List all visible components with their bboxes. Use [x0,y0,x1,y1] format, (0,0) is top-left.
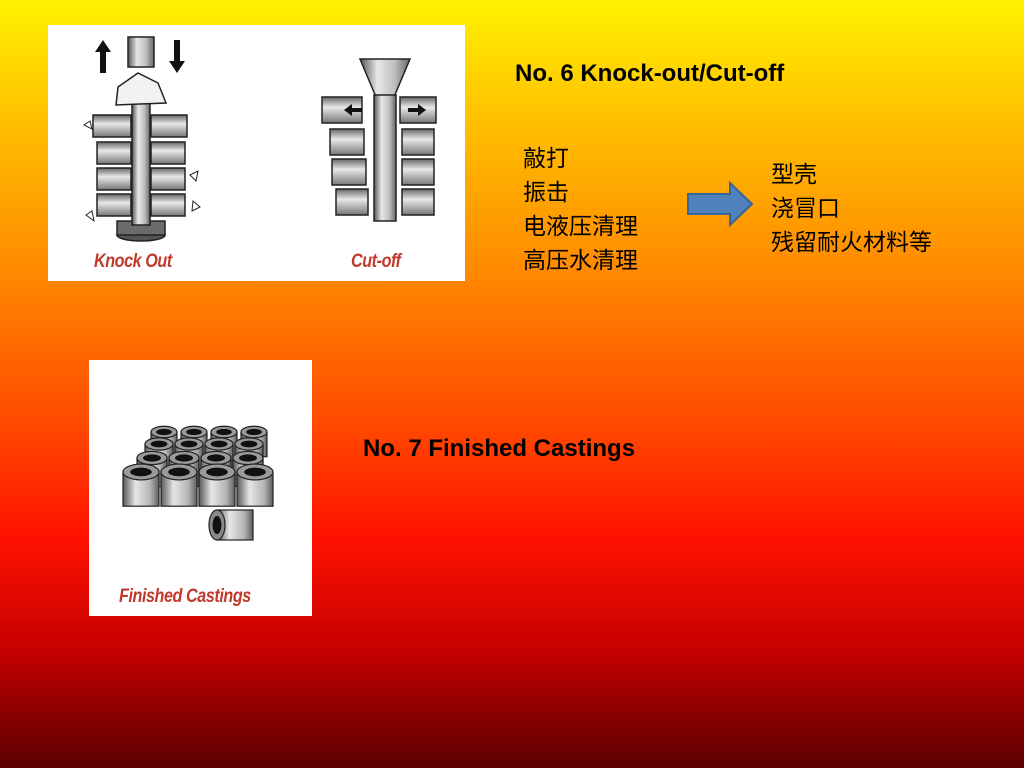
method-item: 高压水清理 [523,248,638,274]
method-item: 振击 [523,180,569,206]
method-item: 敲打 [523,146,569,172]
casting-part [198,463,236,507]
removed-materials-list: 型壳 浇冒口 残留耐火材料等 [771,158,932,260]
left-cut-arrow-icon [344,104,362,116]
finished-castings-illustration: Finished Castings [89,360,312,616]
removed-item: 浇冒口 [771,196,840,222]
right-cut-arrow-icon [408,104,426,116]
finished-castings-caption: Finished Castings [119,586,251,607]
casting-part-loose [208,509,254,541]
right-arrow-icon [686,181,754,227]
knockout-methods-list: 敲打 振击 电液压清理 高压水清理 [523,142,638,278]
step6-title: No. 6 Knock-out/Cut-off [515,60,785,87]
casting-part [236,463,274,507]
removed-item: 残留耐火材料等 [771,230,932,256]
knockout-cutoff-illustration: Knock Out Cut-off [48,25,465,281]
knock-out-tree [83,36,201,242]
down-arrow-icon [169,40,185,73]
casting-part [160,463,198,507]
method-item: 电液压清理 [523,214,638,240]
cut-off-caption: Cut-off [351,251,401,272]
removed-item: 型壳 [771,162,817,188]
knock-out-caption: Knock Out [94,251,172,272]
knockout-cutoff-drawing [83,36,437,242]
cut-off-tree [321,58,437,222]
up-arrow-icon [95,40,111,73]
right-arrow-shape [687,181,754,227]
casting-part [122,463,160,507]
step7-title: No. 7 Finished Castings [363,435,636,462]
finished-castings-drawing [122,425,274,541]
